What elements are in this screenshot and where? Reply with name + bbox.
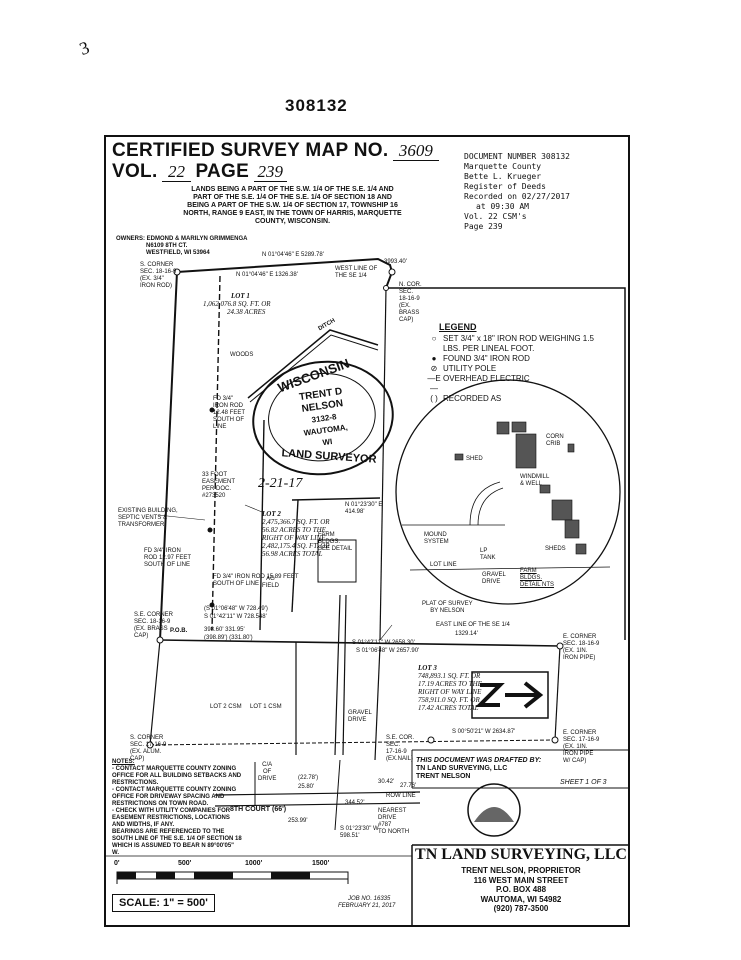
boundary-east-upper bbox=[386, 287, 626, 640]
woods-label: WOODS bbox=[230, 352, 254, 358]
scale-label: SCALE: 1" = 500' bbox=[112, 894, 215, 912]
scale-bar bbox=[116, 871, 349, 884]
existing-building-label: EXISTING BUILDING,SEPTIC VENTS &TRANSFOR… bbox=[118, 508, 178, 528]
detail-windmill: WINDMILL & WELL bbox=[520, 474, 550, 487]
survey-drawing bbox=[104, 257, 630, 927]
dimension-3042: 30.42' bbox=[378, 779, 395, 785]
dimension-344: 344.52' bbox=[345, 800, 365, 806]
lot2-csm-label: LOT 2 CSM bbox=[210, 704, 242, 710]
detail-shed-1: SHED bbox=[466, 456, 483, 462]
legend-utility-pole-icon: ⊘ bbox=[430, 364, 438, 373]
bearing-2657: S 01°06'48" W 2657.90' bbox=[356, 648, 420, 654]
dimension-2278: (22.78') bbox=[298, 775, 319, 781]
map-title: CERTIFIED SURVEY MAP NO. 3609 bbox=[112, 140, 439, 162]
east-line-label: EAST LINE OF THE SE 1/4 bbox=[436, 622, 510, 628]
se-corner-17-label: S.E. COR.SEC.17-16-9(EX.NAIL) bbox=[386, 735, 415, 762]
detail-corn-crib: CORN CRIB bbox=[546, 434, 564, 447]
road-name: 8TH COURT (66') bbox=[230, 806, 287, 813]
legend-found-rod-icon: ● bbox=[431, 354, 437, 363]
detail-title: FARM BLDGS. DETAIL NTS bbox=[520, 568, 555, 588]
survey-sheet bbox=[104, 135, 630, 927]
boundary-north bbox=[176, 257, 393, 273]
legend-set-rod-icon: ○ bbox=[431, 334, 437, 343]
handwritten-page-mark: 3 bbox=[76, 37, 92, 59]
notes-block: NOTES: - CONTACT MARQUETTE COUNTY ZONING… bbox=[112, 759, 242, 856]
top-bearing: N 01°04'46" E 5289.78' bbox=[262, 252, 324, 258]
bearing-414: N 01°23'30" E 414.98' bbox=[345, 502, 383, 515]
pob-label: P.O.B. bbox=[170, 628, 188, 634]
dimension-2580: 25.80' bbox=[298, 784, 315, 790]
dimension-2776: 27.76' bbox=[400, 783, 417, 789]
dimension-253: 253.99' bbox=[288, 818, 308, 824]
scale-tick-500: 500' bbox=[178, 860, 192, 867]
legend: LEGEND ○SET 3/4" x 18" IRON ROD WEIGHING… bbox=[425, 322, 615, 404]
legal-description: LANDS BEING A PART OF THE S.W. 1/4 OF TH… bbox=[183, 186, 402, 225]
dimension-398: 398.60' 331.95' bbox=[204, 627, 245, 633]
ditch-line bbox=[247, 329, 379, 399]
map-number: 3609 bbox=[392, 141, 439, 161]
scale-tick-0: 0' bbox=[114, 860, 120, 867]
bearing-728-recorded: (S 01°06'48" W 728.49') bbox=[204, 606, 268, 612]
sheet-number: SHEET 1 OF 3 bbox=[560, 779, 607, 786]
signature-date: 2-21-17 bbox=[258, 476, 303, 491]
scale-tick-1500: 1500' bbox=[312, 860, 330, 867]
bearing-728: S 01°42'11" W 728.548' bbox=[204, 614, 267, 620]
detail-gravel-drive: GRAVEL DRIVE bbox=[482, 572, 506, 585]
company-name: TN LAND SURVEYING, LLC bbox=[415, 846, 627, 863]
bearing-2634: S 00°50'21" W 2634.87' bbox=[452, 729, 516, 735]
dimension-398-recorded: (398.89') (331.80') bbox=[204, 635, 253, 641]
legend-electric-icon: —E— bbox=[427, 374, 441, 393]
scale-tick-1000: 1000' bbox=[245, 860, 263, 867]
east-line-se14 bbox=[379, 287, 387, 641]
north-arrow bbox=[471, 671, 549, 719]
detail-lp-tank: LP TANK bbox=[480, 548, 496, 561]
top-dimension: 3993.40' bbox=[384, 259, 407, 265]
legend-recorded-icon: ( ) bbox=[430, 394, 438, 403]
detail-circle bbox=[395, 379, 621, 605]
row-line-label: ROW LINE bbox=[386, 793, 416, 799]
south-line bbox=[159, 639, 561, 647]
detail-lot-line: LOT LINE bbox=[430, 562, 457, 568]
lot1-csm-label: LOT 1 CSM bbox=[250, 704, 282, 710]
boundary-west bbox=[159, 271, 178, 641]
document-number: 308132 bbox=[285, 96, 348, 115]
detail-sheds: SHEDS bbox=[545, 546, 566, 552]
dimension-1329: 1329.14' bbox=[455, 631, 478, 637]
vol-page: VOL. 22 PAGE 239 bbox=[112, 161, 288, 183]
detail-mound-system: MOUND SYSTEM bbox=[424, 532, 449, 545]
west-line-label: WEST LINE OF THE SE 1/4 bbox=[335, 266, 378, 279]
bearing-2658: S 01°42'11" W 2658.30' bbox=[352, 640, 415, 646]
drafted-by: THIS DOCUMENT WAS DRAFTED BY:TN LAND SUR… bbox=[416, 757, 542, 780]
bearing-1326: N 01°04'46" E 1326.38' bbox=[236, 272, 298, 278]
bearing-598: S 01°23'30" W 598.51' bbox=[340, 826, 379, 839]
